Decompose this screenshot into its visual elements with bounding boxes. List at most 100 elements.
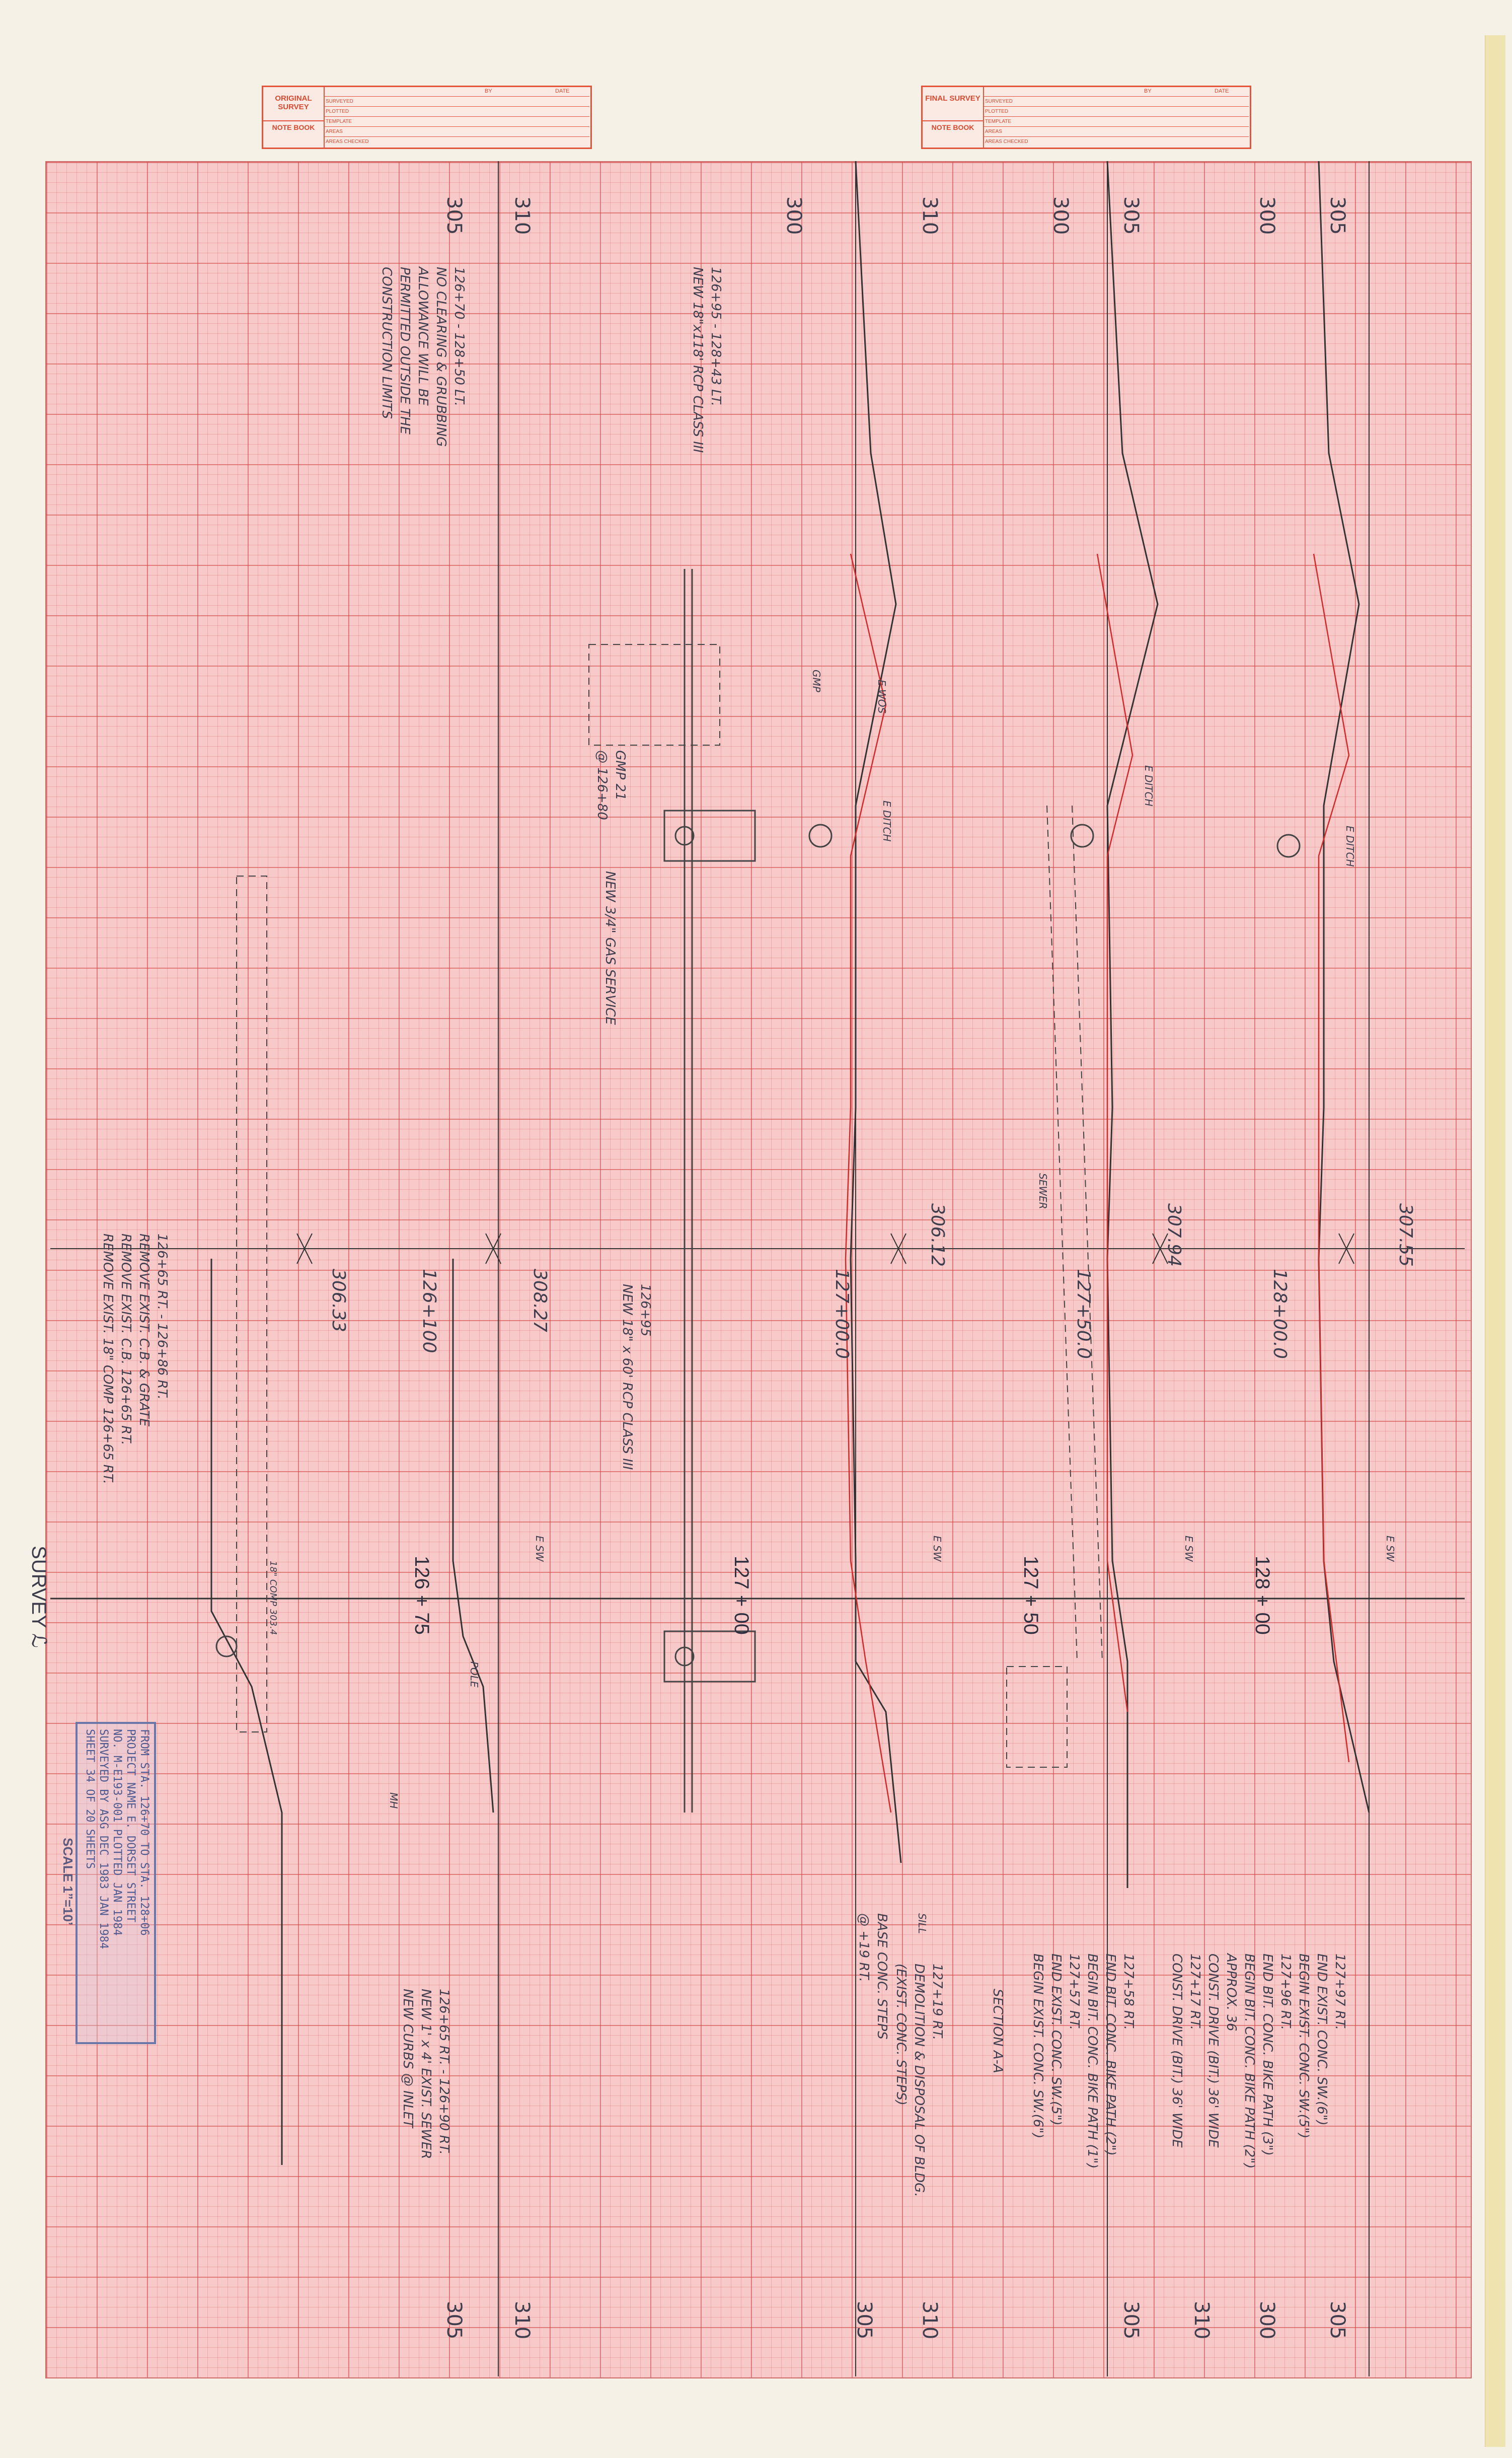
gmp-note: GMP 21 @ 126+80 xyxy=(594,750,628,820)
ground-profile xyxy=(1318,161,1370,1813)
profile-value: 306.12 xyxy=(927,1203,948,1267)
elevation-label: 300 xyxy=(1255,2301,1278,2340)
comp-label: 18" COMP 303.4 xyxy=(268,1561,278,1635)
new-curbs-note: 126+65 RT. - 126+90 RT. NEW 1' x 4' EXIS… xyxy=(400,1989,451,2159)
base-steps-note: BASE CONC. STEPS @ +19 RT. xyxy=(856,1913,889,2040)
station-label: 127 + 50 xyxy=(1020,1556,1042,1635)
title-block-row: TEMPLATE xyxy=(983,116,1249,126)
remove-note: 126+65 RT. - 126+86 RT. REMOVE EXIST. C.… xyxy=(100,1234,170,1484)
profile-value: 127+00.0 xyxy=(831,1269,852,1359)
proposed-profile xyxy=(1096,553,1133,1712)
date-column-header: DATE xyxy=(555,88,570,94)
catch-basin xyxy=(663,810,756,862)
gmp-label: GMP xyxy=(810,670,822,692)
binding-tape xyxy=(1485,35,1505,2447)
building-outline xyxy=(1006,1666,1068,1768)
gmp-outline xyxy=(588,644,720,746)
profile-value: 307.55 xyxy=(1395,1203,1416,1267)
manhole-symbol xyxy=(674,826,695,846)
final-survey-title-block: FINAL SURVEY NOTE BOOK BY DATE SURVEYED … xyxy=(921,86,1251,149)
existing-sidewalk-label: E SW xyxy=(1384,1536,1396,1562)
title-block-row: AREAS xyxy=(324,126,589,136)
elevation-label: 300 xyxy=(1255,196,1278,235)
rcp-note: 126+95 NEW 18" x 60' RCP CLASS III xyxy=(620,1284,653,1470)
title-block-rows: BY DATE SURVEYED PLOTTED TEMPLATE AREAS … xyxy=(324,88,589,147)
existing-sidewalk-label: E SW xyxy=(534,1536,546,1562)
utility-pole-symbol xyxy=(215,1635,238,1657)
manhole-label: MH xyxy=(388,1792,400,1809)
title-block-row: AREAS CHECKED xyxy=(983,136,1249,147)
title-block-row: SURVEYED xyxy=(983,96,1249,106)
proposed-profile xyxy=(845,553,892,1813)
elevation-label: 310 xyxy=(918,2301,941,2340)
station-label: 128 + 00 xyxy=(1251,1556,1273,1635)
clearing-note: 126+70 - 128+50 LT. NO CLEARING & GRUBBI… xyxy=(379,267,467,447)
title-block-heading: FINAL SURVEY xyxy=(925,94,980,103)
profile-value: 307.94 xyxy=(1164,1203,1184,1267)
station-label: 126 + 75 xyxy=(411,1556,433,1635)
graph-paper-grid xyxy=(45,161,1472,2378)
elevation-label: 305 xyxy=(442,196,466,235)
scale-label: SCALE 1”=10’ xyxy=(60,1838,75,1926)
elevation-label: 310 xyxy=(510,2301,534,2340)
note-book-label: NOTE BOOK xyxy=(263,120,324,131)
ground-profile xyxy=(1106,161,1159,1888)
gas-service-note: NEW 3/4" GAS SERVICE xyxy=(602,871,618,1025)
existing-ditch-label: E DITCH xyxy=(881,801,893,842)
elevation-label: 305 xyxy=(442,2301,466,2340)
elevation-label: 305 xyxy=(1119,2301,1143,2340)
existing-ditch-label: E DITCH xyxy=(1143,765,1155,807)
project-stamp: FROM STA. 126+70 TO STA. 128+06 PROJECT … xyxy=(75,1722,156,2044)
demolition-note: 127+19 RT. DEMOLITION & DISPOSAL OF BLDG… xyxy=(893,1964,945,2197)
title-block-rows: BY DATE SURVEYED PLOTTED TEMPLATE AREAS … xyxy=(983,88,1249,147)
stamp-line: PROJECT NAME E. DORSET STREET xyxy=(124,1729,137,1923)
pole-label: POLE xyxy=(468,1661,480,1688)
ground-profile xyxy=(850,161,902,1863)
elevation-label: 300 xyxy=(1049,196,1072,235)
elevation-label: 305 xyxy=(1326,2301,1349,2340)
elevation-label: 310 xyxy=(1190,2301,1213,2340)
existing-sidewalk-label: E SW xyxy=(1183,1536,1195,1562)
by-column-header: BY xyxy=(485,88,492,94)
section-note: SECTION A-A xyxy=(990,1989,1005,2073)
proposed-profile xyxy=(1313,553,1350,1763)
title-block-row: PLOTTED xyxy=(324,106,589,116)
date-column-header: DATE xyxy=(1215,88,1229,94)
existing-ditch-label: E DITCH xyxy=(1344,826,1356,867)
title-block-row: AREAS CHECKED xyxy=(324,136,589,147)
sewer-label: SEWER xyxy=(1037,1173,1049,1209)
survey-label: SURVEY ℒ xyxy=(28,1546,50,1648)
profile-value: 126+100 xyxy=(419,1269,439,1353)
elevation-label: 305 xyxy=(1326,196,1349,235)
station-label: 127 + 00 xyxy=(730,1556,752,1635)
elevation-label: 300 xyxy=(782,196,805,235)
manhole-symbol xyxy=(674,1646,695,1667)
utility-pole-symbol xyxy=(1070,824,1094,848)
elevation-label: 310 xyxy=(510,196,534,235)
sewer-line xyxy=(1072,805,1103,1662)
rcp-note: 126+95 - 128+43 LT. NEW 18"x118' RCP CLA… xyxy=(690,267,723,453)
utility-pole-symbol xyxy=(808,824,833,848)
elevation-label: 310 xyxy=(918,196,941,235)
profile-value: 127+50.0 xyxy=(1073,1269,1094,1359)
original-survey-title-block: ORIGINAL SURVEY NOTE BOOK BY DATE SURVEY… xyxy=(262,86,592,149)
profile-value: 308.27 xyxy=(530,1269,550,1332)
note-book-label: NOTE BOOK xyxy=(923,120,983,131)
profile-value: 128+00.0 xyxy=(1269,1269,1290,1359)
stamp-line: FROM STA. 126+70 TO STA. 128+06 xyxy=(138,1729,150,1936)
by-column-header: BY xyxy=(1144,88,1152,94)
title-block-heading: ORIGINAL SURVEY xyxy=(275,94,312,111)
utility-pole-symbol xyxy=(1276,834,1301,858)
title-block-heading-cell: ORIGINAL SURVEY NOTE BOOK xyxy=(263,87,325,148)
drive-note: 127+97 RT. END EXIST. CONC. SW.(6") BEGI… xyxy=(1169,1954,1347,2169)
elevation-label: 305 xyxy=(853,2301,876,2340)
title-block-row: AREAS xyxy=(983,126,1249,136)
existing-wos-label: E WOS xyxy=(876,680,888,714)
sill-label: SILL xyxy=(916,1913,928,1934)
existing-sidewalk-label: E SW xyxy=(931,1536,943,1562)
ground-profile xyxy=(452,1259,494,1813)
title-block-row: TEMPLATE xyxy=(324,116,589,126)
bike-path-note: 127+58 RT. END BIT. CONC. BIKE PATH (2")… xyxy=(1030,1954,1136,2169)
